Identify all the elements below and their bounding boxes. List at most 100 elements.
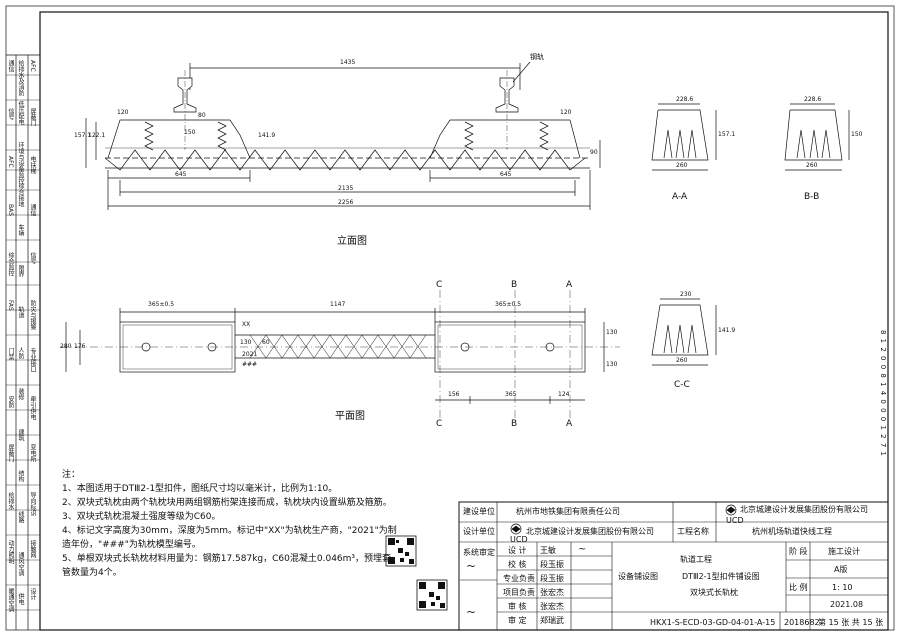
left-strip-cols3-9: 导向标识 xyxy=(29,492,36,516)
dim-130-b: 130 xyxy=(606,361,618,368)
dim-r120-right: 120 xyxy=(560,109,572,116)
dim-1435: 1435 xyxy=(340,59,356,66)
signature-bottom: ~ xyxy=(466,605,477,619)
ucd-logo-mid xyxy=(510,523,522,535)
side-serial-code: 8 1 2 0 0 8 1 4 0 0 0 1 2 7 1 xyxy=(879,330,887,457)
cut-b-top: B xyxy=(511,280,518,290)
signature-system-review: ~ xyxy=(466,559,477,573)
sheet-count: 第 15 张 共 15 张 xyxy=(818,618,884,627)
version-value: A版 xyxy=(834,565,848,574)
dim-645-right: 645 xyxy=(500,171,512,178)
cc-height-dim: 141.9 xyxy=(718,327,736,334)
note-heading: 注： xyxy=(62,470,81,480)
name-project-lead: 张宏杰 xyxy=(540,588,564,597)
left-strip-cols-6: 门禁 xyxy=(7,348,14,360)
dim-1147: 1147 xyxy=(330,301,346,308)
note-1: 1、本图适用于DTⅢ2-1型扣件，图纸尺寸均以毫米计，比例为1:10。 xyxy=(62,484,338,494)
cut-a-top: A xyxy=(566,280,573,290)
cut-a-bottom: A xyxy=(566,419,573,429)
company-right: 北京城建设计发展集团股份有限公司 xyxy=(740,505,868,514)
signature-design: ~ xyxy=(578,544,587,555)
left-strip-cols2-13: 供电 xyxy=(17,593,24,605)
logo-text-top: UCD xyxy=(726,516,744,525)
left-strip-cols2-4: 车辆 xyxy=(17,224,24,236)
stage-label: 阶 段 xyxy=(789,547,808,556)
date-value: 2021.08 xyxy=(830,600,864,609)
drawing-sub-3: 双块式长轨枕 xyxy=(690,588,738,597)
plan-view-title: 平面图 xyxy=(335,411,365,422)
left-strip-grid xyxy=(6,74,40,611)
designer-label: 设计单位 xyxy=(463,527,495,536)
note-5: 5、单根双块式长轨枕材料用量为：钢筋17.587kg，C60混凝土0.046m³… xyxy=(62,554,392,578)
left-strip-cols2-7: 人防 xyxy=(17,347,24,359)
left-strip-cols3-1: 屏蔽门 xyxy=(29,108,36,126)
section-aa xyxy=(651,103,717,171)
left-strip-cols-5: FAS xyxy=(7,300,14,311)
left-strip-cols2-6: 轨道 xyxy=(17,306,24,318)
role-project-lead: 项目负责 xyxy=(503,588,535,597)
dim-130-a: 130 xyxy=(606,329,618,336)
section-cc-title: C-C xyxy=(674,380,690,390)
left-strip-cols-7: 安防 xyxy=(7,396,14,408)
dim-365-bottom: 365 xyxy=(505,391,517,398)
bb-height-dim: 150 xyxy=(851,131,863,138)
left-strip-cols2-5: 限界 xyxy=(17,265,24,277)
dim-60: 60 xyxy=(262,339,270,346)
section-aa-title: A-A xyxy=(672,192,688,202)
left-strip-cols3-6: 专业接口 xyxy=(29,348,36,372)
marking-year: 2021 xyxy=(242,351,258,358)
dim-124: 124 xyxy=(558,391,570,398)
designer-name: 北京城建设计发展集团股份有限公司 xyxy=(526,527,654,536)
dim-141: 141.9 xyxy=(258,132,276,139)
role-review: 审 核 xyxy=(508,602,527,611)
note-2: 2、双块式轨枕由两个轨枕块用两组钢筋桁架连接而成，轨枕块内设置纵筋及箍筋。 xyxy=(62,498,392,508)
elevation-view xyxy=(85,61,601,210)
left-strip-cols3-7: 牵引供电 xyxy=(29,396,36,420)
bb-top-dim: 228.6 xyxy=(804,96,822,103)
left-strip-cols-3: BAS xyxy=(7,204,14,217)
left-strip-cols2-2: 环境与设备监控 xyxy=(17,142,24,184)
note-3: 3、双块式轨枕混凝土强度等级为C60。 xyxy=(62,512,221,522)
logo-text-mid: UCD xyxy=(510,535,528,544)
name-approve: 郑瑞武 xyxy=(540,616,564,625)
qr-code-1 xyxy=(385,535,417,567)
dim-122: 122.1 xyxy=(88,132,106,139)
left-strip-cols2-11: 线路 xyxy=(17,511,24,523)
scale-label: 比 例 xyxy=(789,583,808,592)
left-strip-cols3-10: 接触网 xyxy=(29,540,36,558)
left-strip-cols2-8: 装修 xyxy=(17,388,24,400)
document-id: 2018682 xyxy=(784,618,820,627)
left-strip-cols2-3: 综合接地 xyxy=(17,183,24,207)
left-strip-cols-1: 信号 xyxy=(7,108,14,120)
owner-label: 建设单位 xyxy=(463,507,495,516)
dim-156: 156 xyxy=(448,391,460,398)
name-design: 王敏 xyxy=(540,546,556,555)
dim-280: 280 xyxy=(60,343,72,350)
dim-176: 176 xyxy=(74,343,86,350)
left-strip-cols-0: 通信 xyxy=(7,60,14,72)
cc-top-dim: 230 xyxy=(680,291,692,298)
aa-bottom-dim: 260 xyxy=(676,162,688,169)
left-strip-cols-10: 动力照明 xyxy=(7,540,14,564)
left-strip-cols-2: AFC xyxy=(7,156,14,168)
dim-365-left: 365±0.5 xyxy=(148,301,175,308)
role-design: 设 计 xyxy=(508,546,527,555)
dim-365-right: 365±0.5 xyxy=(495,301,522,308)
left-strip-cols3-5: 防灾与报警 xyxy=(29,300,36,330)
qr-code-2 xyxy=(416,579,448,611)
left-strip-cols2-9: 建筑 xyxy=(17,429,24,441)
rail-label: 钢轨 xyxy=(530,53,544,61)
section-bb xyxy=(784,103,850,171)
left-strip-cols2-10: 结构 xyxy=(17,470,24,482)
aa-top-dim: 228.6 xyxy=(676,96,694,103)
title-block-grid xyxy=(458,501,889,631)
owner-name: 杭州市地铁集团有限责任公司 xyxy=(516,507,620,516)
dim-130-c: 130 xyxy=(240,339,252,346)
system-review-label: 系统审定 xyxy=(463,548,495,557)
left-strip-cols2-12: 通风空调 xyxy=(17,552,24,576)
drawing-number: HKX1-S-ECD-03-GD-04-01-A-15 xyxy=(650,618,776,627)
cut-b-bottom: B xyxy=(511,419,518,429)
left-strip-cols-8: 屏蔽门 xyxy=(7,444,14,462)
left-strip-cols2-0: 给排水及消防 xyxy=(17,60,24,96)
